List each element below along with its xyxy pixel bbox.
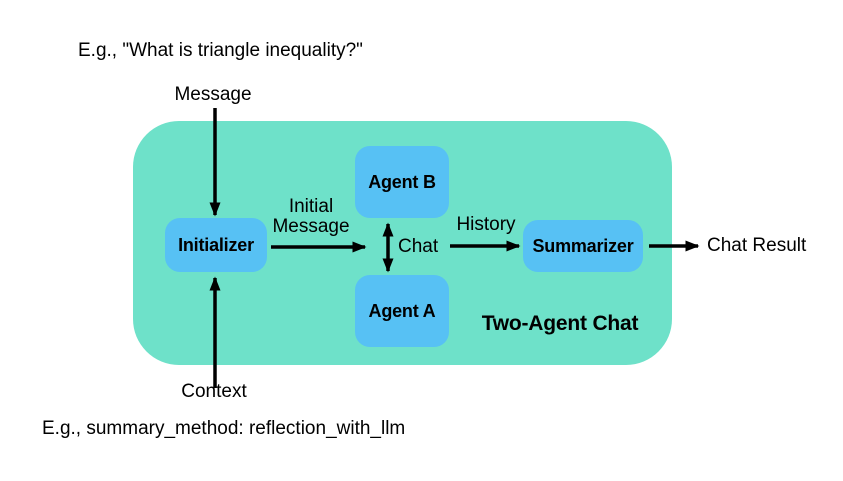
history-edge-label: History <box>456 214 516 235</box>
chat-result-label: Chat Result <box>707 235 807 256</box>
bottom-example-text: E.g., summary_method: reflection_with_ll… <box>42 418 406 439</box>
agent-a-node: Agent A <box>355 275 449 347</box>
initializer-node: Initializer <box>165 218 267 272</box>
summarizer-node: Summarizer <box>523 220 643 272</box>
top-example-text: E.g., "What is triangle inequality?" <box>78 40 363 61</box>
agent-b-node: Agent B <box>355 146 449 218</box>
chat-edge-label: Chat <box>398 236 439 257</box>
message-edge-label: Message <box>174 84 252 105</box>
initial-message-edge-label: Initial Message <box>272 196 350 237</box>
diagram-title: Two-Agent Chat <box>481 312 639 335</box>
context-edge-label: Context <box>181 381 247 402</box>
